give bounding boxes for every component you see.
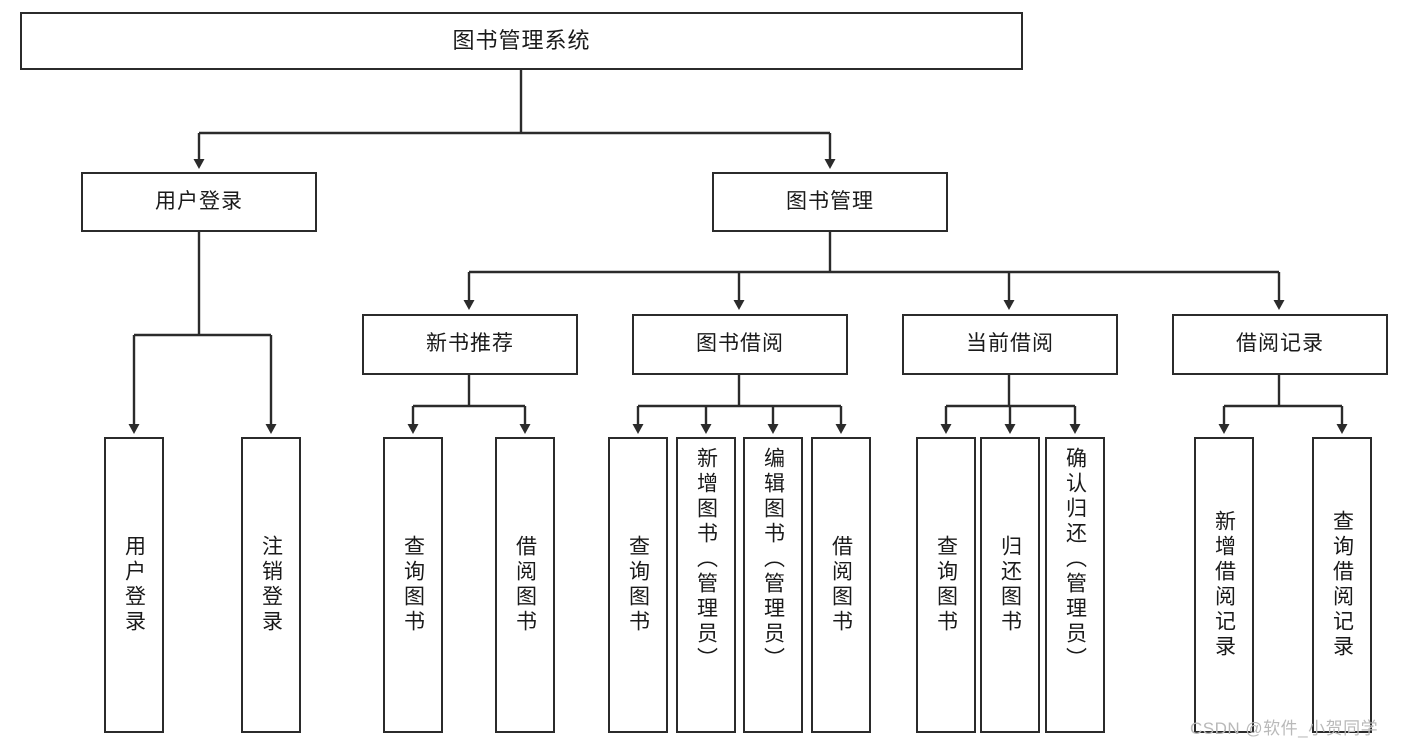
node-label-root: 图书管理系统 xyxy=(452,28,591,54)
node-label-leaf-user-login: 用户登录 xyxy=(122,535,146,635)
node-label-leaf-nb-borrow-book: 借阅图书 xyxy=(513,535,537,635)
node-leaf-logout[interactable]: 注销登录 xyxy=(241,437,301,733)
node-leaf-cb-query-book[interactable]: 查询图书 xyxy=(916,437,976,733)
node-label-leaf-br-add-record: 新增借阅记录 xyxy=(1212,510,1236,660)
node-label-leaf-br-query-record: 查询借阅记录 xyxy=(1330,510,1354,660)
node-leaf-nb-borrow-book[interactable]: 借阅图书 xyxy=(495,437,555,733)
node-current-borrow[interactable]: 当前借阅 xyxy=(902,314,1118,375)
node-label-leaf-bb-add-book: 新增图书（管理员） xyxy=(694,447,718,672)
node-label-leaf-cb-return-book: 归还图书 xyxy=(998,535,1022,635)
node-leaf-cb-confirm-return[interactable]: 确认归还（管理员） xyxy=(1045,437,1105,733)
node-leaf-bb-borrow-book[interactable]: 借阅图书 xyxy=(811,437,871,733)
csdn-watermark: CSDN @软件_小贺同学 xyxy=(1190,719,1379,738)
node-label-leaf-cb-confirm-return: 确认归还（管理员） xyxy=(1063,447,1087,672)
node-leaf-bb-add-book[interactable]: 新增图书（管理员） xyxy=(676,437,736,733)
node-leaf-nb-query-book[interactable]: 查询图书 xyxy=(383,437,443,733)
node-label-leaf-nb-query-book: 查询图书 xyxy=(401,535,425,635)
node-label-new-book-recommend: 新书推荐 xyxy=(426,332,514,356)
node-label-book-management: 图书管理 xyxy=(786,189,874,213)
node-leaf-bb-query-book[interactable]: 查询图书 xyxy=(608,437,668,733)
node-label-leaf-bb-edit-book: 编辑图书（管理员） xyxy=(761,447,785,672)
node-leaf-cb-return-book[interactable]: 归还图书 xyxy=(980,437,1040,733)
node-leaf-user-login[interactable]: 用户登录 xyxy=(104,437,164,733)
node-label-current-borrow: 当前借阅 xyxy=(966,332,1054,356)
node-leaf-bb-edit-book[interactable]: 编辑图书（管理员） xyxy=(743,437,803,733)
node-root-system[interactable]: 图书管理系统 xyxy=(20,12,1023,70)
node-label-leaf-bb-query-book: 查询图书 xyxy=(626,535,650,635)
node-label-leaf-bb-borrow-book: 借阅图书 xyxy=(829,535,853,635)
node-label-borrow-record: 借阅记录 xyxy=(1236,332,1324,356)
node-label-user-login: 用户登录 xyxy=(155,189,243,213)
node-leaf-br-add-record[interactable]: 新增借阅记录 xyxy=(1194,437,1254,733)
node-label-leaf-logout: 注销登录 xyxy=(259,535,283,635)
node-book-borrow[interactable]: 图书借阅 xyxy=(632,314,848,375)
node-label-book-borrow: 图书借阅 xyxy=(696,332,784,356)
node-book-management[interactable]: 图书管理 xyxy=(712,172,948,232)
node-label-leaf-cb-query-book: 查询图书 xyxy=(934,535,958,635)
node-leaf-br-query-record[interactable]: 查询借阅记录 xyxy=(1312,437,1372,733)
node-borrow-record[interactable]: 借阅记录 xyxy=(1172,314,1388,375)
node-new-book-recommend[interactable]: 新书推荐 xyxy=(362,314,578,375)
node-user-login[interactable]: 用户登录 xyxy=(81,172,317,232)
